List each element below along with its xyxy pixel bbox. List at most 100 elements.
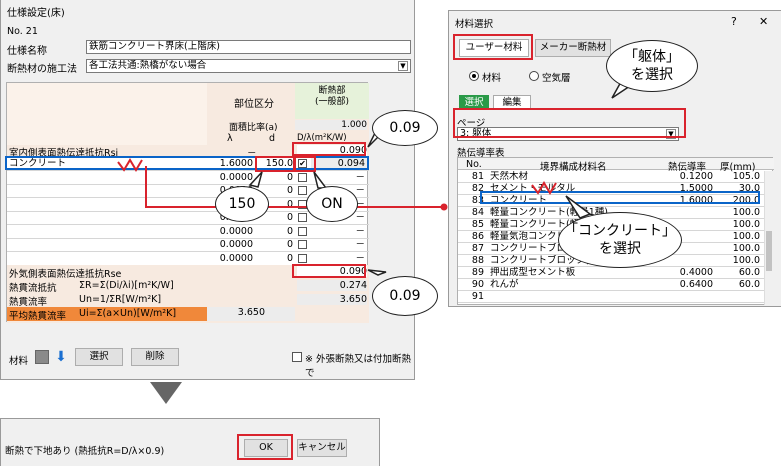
callout-on: ON xyxy=(306,186,358,222)
flow-label: 熱貫流率 xyxy=(9,297,48,308)
material-no: 81 xyxy=(471,171,484,182)
layer-value[interactable]: 0.094 xyxy=(311,158,367,169)
checkbox-highlight xyxy=(294,156,316,172)
material-name: 軽量コンクリート(軽量2種) xyxy=(490,219,608,230)
layer-checkbox[interactable] xyxy=(298,253,307,263)
layer-checkbox[interactable] xyxy=(298,240,307,249)
layer-row[interactable]: 0.0000 0 － xyxy=(7,239,369,252)
avg-formula: Ui=Σ(a×Un)[W/m²K] xyxy=(79,308,177,319)
layer-lambda[interactable]: 0.0000 xyxy=(219,252,253,264)
layer-d[interactable]: 150.0 xyxy=(265,158,293,169)
layer-lambda[interactable]: 0.0000 xyxy=(219,225,253,237)
radio-air-label: 空気層 xyxy=(542,73,571,84)
material-name: コンクリートブロック(軽量) xyxy=(490,255,612,266)
vertical-scrollbar[interactable] xyxy=(764,171,773,305)
layer-lambda[interactable]: 0.0000 xyxy=(219,239,253,250)
arrow-down-icon[interactable]: ⬇ xyxy=(55,349,67,365)
insulation-method-select[interactable]: 各工法共通:熱橋がない場合 ▼ xyxy=(86,59,411,73)
layer-row[interactable]: 0.0000 0 － xyxy=(7,172,369,185)
conductivity-table-label: 熱伝導率表 xyxy=(457,148,505,159)
layer-d[interactable]: 0 xyxy=(286,185,293,196)
material-row[interactable]: 91 xyxy=(458,291,764,303)
select-button[interactable]: 選択 xyxy=(75,348,123,366)
material-thick: 60.0 xyxy=(738,279,760,290)
material-cond: 0.6400 xyxy=(679,279,713,290)
callout-select-kutai: 「躯体」 を選択 xyxy=(606,40,698,92)
layer-checkbox[interactable] xyxy=(298,186,307,195)
material-thick: 100.0 xyxy=(732,207,760,218)
header-buibun: 部位区分 xyxy=(234,99,274,110)
layer-value[interactable]: － xyxy=(355,185,365,196)
close-icon[interactable]: ✕ xyxy=(759,15,769,28)
tab-user-materials[interactable]: ユーザー材料 xyxy=(459,39,529,57)
delete-button[interactable]: 削除 xyxy=(131,348,179,366)
tab-maker-materials[interactable]: メーカー断熱材 xyxy=(535,39,611,57)
radio-material-label: 材料 xyxy=(482,73,502,84)
rse-value-highlight xyxy=(292,264,366,278)
layer-d[interactable]: 0 xyxy=(286,225,293,237)
footer-text: 断熱で下地あり (熱抵抗R=D/λ×0.9) xyxy=(5,446,165,457)
layer-value[interactable]: － xyxy=(355,252,365,264)
radio-material[interactable] xyxy=(469,71,479,81)
chevron-down-icon: ▼ xyxy=(666,129,676,139)
layer-value[interactable]: － xyxy=(355,171,365,183)
layer-value[interactable]: － xyxy=(355,239,365,250)
header-area-ratio: 面積比率(a) xyxy=(229,123,278,133)
cancel-button[interactable]: キャンセル xyxy=(297,439,347,457)
layer-checkbox[interactable]: ✔ xyxy=(298,159,307,168)
resist-label: 熱貫流抵抗 xyxy=(9,283,57,294)
ok-button-highlight xyxy=(237,434,293,460)
col-name: 境界構成材料名 xyxy=(540,162,607,173)
header-lambda: λ xyxy=(227,133,233,144)
layer-checkbox[interactable] xyxy=(298,226,307,236)
tab-select[interactable]: 選択 xyxy=(459,95,489,110)
header-danetsu: 断熱部 (一般部) xyxy=(295,83,369,119)
layer-lambda[interactable]: 0.0000 xyxy=(219,171,253,183)
page-label: ページ xyxy=(457,118,486,129)
radio-dot xyxy=(472,74,476,78)
layer-d[interactable]: 0 xyxy=(286,212,293,223)
material-name: 天然木材 xyxy=(490,171,529,182)
selected-row-highlight xyxy=(5,156,369,170)
layer-value[interactable]: － xyxy=(355,212,365,223)
layer-checkbox[interactable] xyxy=(298,213,307,222)
scrollbar-thumb[interactable] xyxy=(766,231,772,271)
help-icon[interactable]: ? xyxy=(731,15,737,28)
spec-name-label: 仕様名称 xyxy=(7,46,47,57)
layer-value[interactable]: － xyxy=(355,198,365,210)
check-mark-icon xyxy=(531,181,557,195)
layer-d[interactable]: 0 xyxy=(286,171,293,183)
col-no: No. xyxy=(466,159,482,170)
spec-name-field[interactable]: 鉄筋コンクリート界床(上階床) xyxy=(86,40,411,54)
material-cond: 0.1200 xyxy=(679,171,713,182)
layer-value[interactable]: － xyxy=(355,225,365,237)
material-color-swatch[interactable] xyxy=(35,350,49,364)
layer-lambda[interactable]: 1.6000 xyxy=(219,158,253,169)
radio-air[interactable] xyxy=(529,71,539,81)
concrete-row-highlight xyxy=(480,191,760,204)
rsi-label: 室内側表面熱伝達抵抗Rsi xyxy=(9,148,119,159)
layer-row[interactable]: 0.0000 0 － xyxy=(7,226,369,239)
dialog-title: 仕様設定(床) xyxy=(7,8,65,19)
spec-number: No. 21 xyxy=(7,26,38,37)
transition-arrow-icon xyxy=(150,382,182,404)
page-select-highlight xyxy=(453,108,686,138)
ok-button[interactable]: OK xyxy=(244,439,288,457)
header-area-value: 1.000 xyxy=(295,120,367,130)
callout-rsi: 0.09 xyxy=(372,110,438,146)
layer-d[interactable]: 0 xyxy=(286,198,293,210)
layer-checkbox[interactable] xyxy=(298,172,307,182)
bubble-tail xyxy=(313,171,328,189)
material-cond: 1.6000 xyxy=(679,195,713,206)
outer-insulation-checkbox[interactable] xyxy=(292,352,302,362)
layer-d[interactable]: 0 xyxy=(286,252,293,264)
table-header xyxy=(458,158,774,170)
layer-d[interactable]: 0 xyxy=(286,239,293,250)
material-thick: 100.0 xyxy=(732,231,760,242)
